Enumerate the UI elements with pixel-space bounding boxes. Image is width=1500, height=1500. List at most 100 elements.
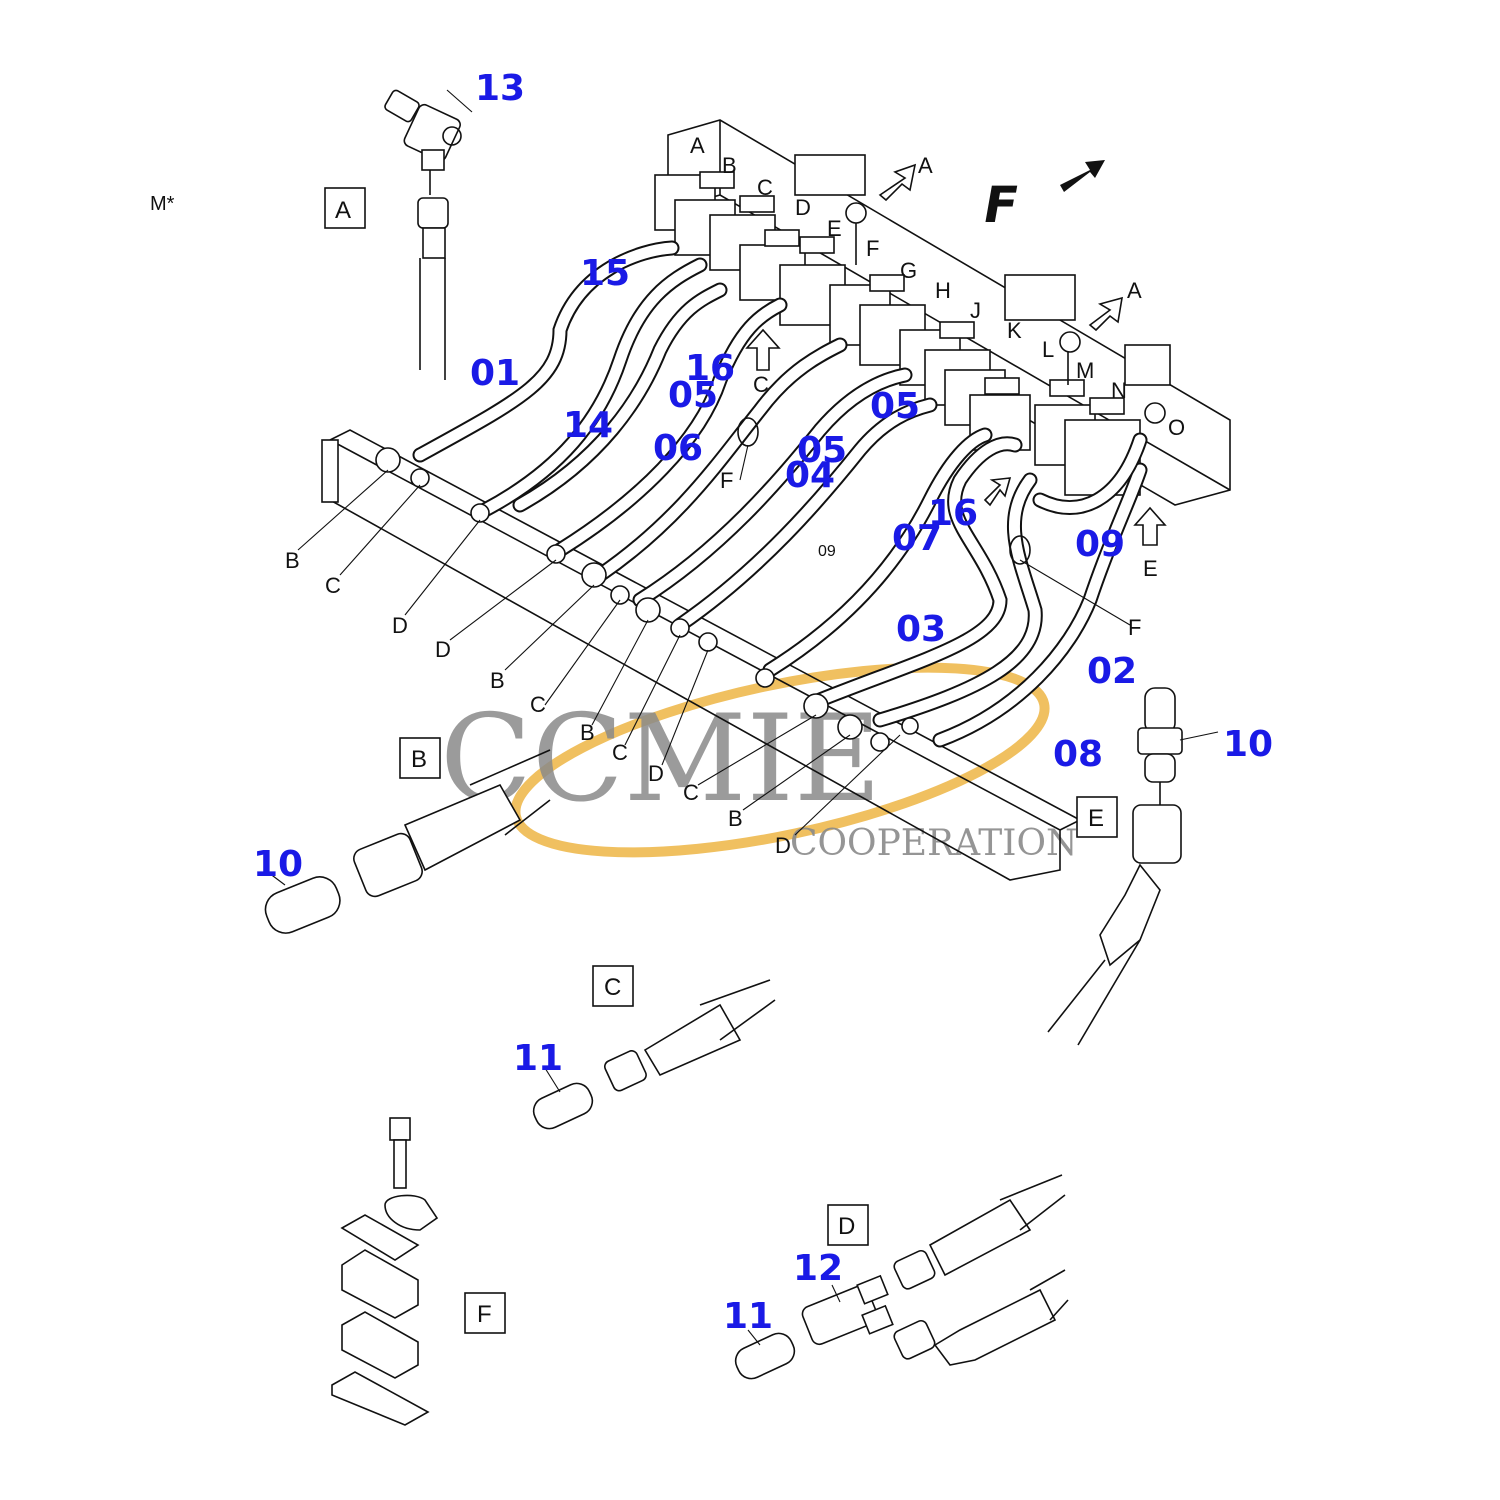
hose-02-inner bbox=[934, 464, 1146, 746]
valve-cap bbox=[869, 274, 905, 292]
valve-letter: B bbox=[722, 153, 737, 178]
callout-a: A bbox=[918, 153, 933, 178]
elbow-13-port bbox=[384, 89, 420, 123]
nut-fitting bbox=[610, 585, 630, 605]
callout-d: D bbox=[435, 637, 451, 662]
hose-01 bbox=[412, 240, 680, 463]
coupling-10-left bbox=[264, 876, 341, 934]
callout-f: F bbox=[1128, 615, 1141, 640]
nut-d2 bbox=[893, 1319, 936, 1360]
nut-fitting bbox=[581, 562, 607, 588]
nut-d1 bbox=[893, 1249, 936, 1290]
detail-box-f bbox=[464, 1292, 506, 1334]
callout-e: E bbox=[1143, 556, 1158, 581]
hoses bbox=[412, 240, 1148, 748]
coupling-10-lower bbox=[1144, 753, 1176, 783]
frame-end-plate bbox=[321, 439, 339, 503]
part-number-11: 11 bbox=[723, 1296, 773, 1337]
detail-box-e-label: E bbox=[1088, 805, 1104, 832]
part-number-05: 05 bbox=[870, 386, 920, 427]
nut-fitting bbox=[837, 714, 863, 740]
nut-e bbox=[1132, 804, 1182, 864]
part-number-05: 05 bbox=[668, 375, 718, 416]
callout-b: B bbox=[490, 668, 505, 693]
hose-07-inner bbox=[814, 438, 1021, 706]
part-number-11: 11 bbox=[513, 1038, 563, 1079]
part-number-16: 16 bbox=[685, 348, 735, 389]
valve-letter: N bbox=[1111, 378, 1127, 403]
view-arrow-e bbox=[1133, 506, 1167, 546]
part-number-13: 13 bbox=[475, 68, 525, 109]
direction-mark: F bbox=[979, 175, 1023, 234]
valve-letter: A bbox=[690, 133, 705, 158]
hose-06-inner bbox=[594, 339, 846, 581]
valve-cap bbox=[984, 377, 1020, 395]
view-arrow-c bbox=[745, 328, 781, 371]
callout-c: C bbox=[612, 740, 628, 765]
direction-arrow: F bbox=[979, 160, 1105, 234]
detail-box-c bbox=[592, 965, 634, 1007]
tee-12-port bbox=[856, 1274, 889, 1305]
part-number-16: 16 bbox=[928, 493, 978, 534]
part-number-10: 10 bbox=[1223, 724, 1273, 765]
nut-fitting bbox=[375, 447, 401, 473]
part-number-09: 09 bbox=[1075, 524, 1125, 565]
part-number-08: 08 bbox=[1053, 734, 1103, 775]
detail-box-d-label: D bbox=[838, 1213, 855, 1240]
part-number-02: 02 bbox=[1087, 651, 1137, 692]
hose-03-inner bbox=[874, 474, 1041, 726]
clamp-half-lower bbox=[341, 1311, 419, 1379]
valve-letter: M bbox=[1076, 358, 1094, 383]
clamp-ring bbox=[1009, 535, 1031, 565]
detail-box-c-label: C bbox=[604, 974, 621, 1001]
manifold-boss-1 bbox=[794, 154, 866, 196]
part-number-12: 12 bbox=[793, 1248, 843, 1289]
hose-ferrule bbox=[422, 227, 446, 259]
part-number-01: 01 bbox=[470, 353, 520, 394]
elbow-13-stem bbox=[421, 149, 445, 171]
nut-fitting bbox=[803, 693, 829, 719]
valve-cap bbox=[939, 321, 975, 339]
clamp-plate-top bbox=[340, 1214, 420, 1261]
view-arrow-a1 bbox=[878, 163, 917, 202]
detail-box-a-label: A bbox=[335, 197, 351, 224]
clamp-plate-bottom bbox=[331, 1371, 430, 1426]
callout-letters: A A C E F F B C D D B C B C D C B D bbox=[285, 153, 1158, 858]
hose-05b-inner bbox=[634, 369, 911, 606]
nipple-11 bbox=[532, 1082, 594, 1130]
model-mark: M* bbox=[150, 193, 175, 215]
callout-f: F bbox=[720, 468, 733, 493]
nut-fitting bbox=[635, 597, 661, 623]
hose-05c-inner bbox=[764, 429, 991, 676]
main-assembly: F bbox=[297, 119, 1231, 881]
valve-letter: L bbox=[1042, 337, 1054, 362]
callout-d: D bbox=[392, 613, 408, 638]
bolt-shank bbox=[393, 1139, 407, 1189]
valve-manifold bbox=[667, 119, 1231, 506]
valve-letter: C bbox=[757, 175, 773, 200]
ferrule-e bbox=[1099, 863, 1161, 967]
ferrule-c bbox=[643, 1003, 742, 1077]
nut-b bbox=[353, 832, 423, 898]
nut-fitting bbox=[755, 668, 775, 688]
valve-cap bbox=[764, 229, 800, 247]
callout-b: B bbox=[285, 548, 300, 573]
coupling-10-hex bbox=[1137, 727, 1183, 755]
valve-cap bbox=[1049, 379, 1085, 397]
hose-end-nut bbox=[417, 197, 449, 229]
part-number-15: 15 bbox=[580, 253, 630, 294]
detail-boxes: A B C D E F bbox=[324, 187, 1118, 1334]
detail-a bbox=[384, 89, 473, 380]
nut-fitting bbox=[870, 732, 890, 752]
detail-box-e bbox=[1076, 796, 1118, 838]
elbow-fitting-e bbox=[845, 202, 867, 224]
elbow-fitting-l bbox=[1059, 331, 1081, 353]
tee-12 bbox=[801, 1284, 879, 1346]
callout-c: C bbox=[530, 692, 546, 717]
valve-letter: G bbox=[900, 258, 917, 283]
frame-bar-top bbox=[329, 429, 1082, 831]
valve-cap bbox=[1089, 397, 1125, 415]
valve-letter: E bbox=[827, 216, 842, 241]
valve-letter: D bbox=[795, 195, 811, 220]
valve-letter: J bbox=[970, 298, 981, 323]
